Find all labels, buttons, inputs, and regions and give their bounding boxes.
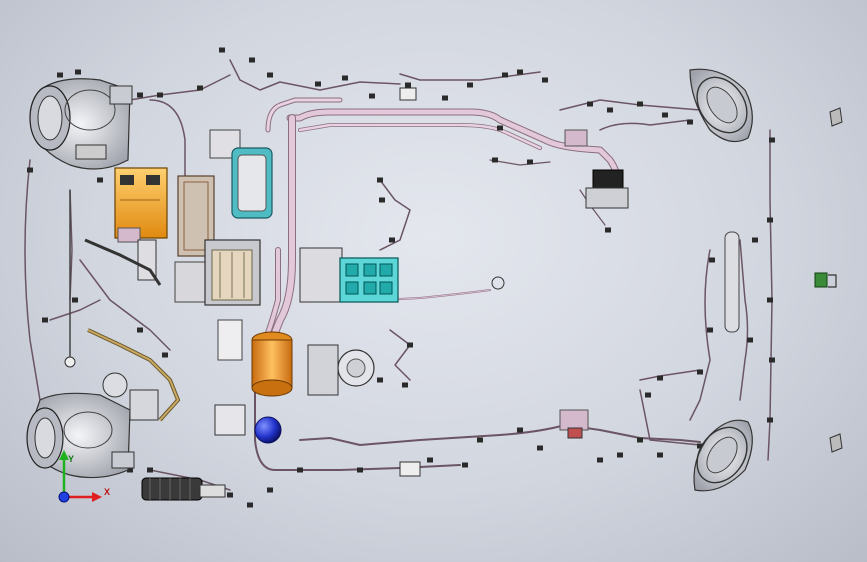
wire-connector <box>707 327 713 333</box>
taillamp-rear-right <box>693 419 753 492</box>
wire-connector <box>442 95 448 101</box>
wire-connector <box>127 467 133 473</box>
wire-connector <box>767 217 773 223</box>
wire-connector <box>267 72 273 78</box>
wire-connector <box>769 357 775 363</box>
wire-connector <box>157 92 163 98</box>
wire-connector <box>605 227 611 233</box>
brake-booster <box>214 344 375 444</box>
wire-connector <box>617 452 623 458</box>
wire-connector <box>752 237 758 243</box>
wire-connector <box>597 457 603 463</box>
wire-connector <box>137 327 143 333</box>
connector-group <box>27 47 775 508</box>
wiper-motor <box>64 190 181 422</box>
triad-x-label: X <box>104 487 110 497</box>
wire-connector <box>219 47 225 53</box>
wire-connector <box>137 92 143 98</box>
wire-connector <box>645 392 651 398</box>
wire-connector <box>462 462 468 468</box>
ecu-module <box>585 169 629 209</box>
fuse-box <box>299 247 399 303</box>
wire-connector <box>247 502 253 508</box>
wire-connector <box>657 375 663 381</box>
wire-connector <box>477 437 483 443</box>
wire-connector <box>542 77 548 83</box>
wire-connector <box>97 177 103 183</box>
wire-connector <box>162 352 168 358</box>
wire-connector <box>537 445 543 451</box>
triad-x-arrowhead <box>92 492 102 502</box>
wire-connector <box>502 72 508 78</box>
wire-connector <box>662 112 668 118</box>
wire-connector <box>657 452 663 458</box>
triad-z-axis <box>58 491 70 503</box>
wire-connector <box>57 72 63 78</box>
wire-connector <box>227 492 233 498</box>
headlamp-front-right <box>689 68 753 143</box>
wire-connector <box>267 487 273 493</box>
wire-connector <box>517 427 523 433</box>
wire-connector <box>709 257 715 263</box>
wire-connector <box>75 69 81 75</box>
wire-connector <box>249 57 255 63</box>
wire-connector <box>389 237 395 243</box>
wire-connector <box>297 467 303 473</box>
wire-connector <box>607 107 613 113</box>
wire-connector <box>377 177 383 183</box>
headlamp-front-left <box>29 78 133 170</box>
wire-connector <box>42 317 48 323</box>
wire-connector <box>369 93 375 99</box>
triad-y-label: Y <box>68 454 74 464</box>
wire-connector <box>747 337 753 343</box>
wire-connector <box>767 417 773 423</box>
wire-connector <box>517 69 523 75</box>
hvac-unit <box>137 129 273 306</box>
wire-connector <box>72 297 78 303</box>
taillamp-rear-left <box>26 392 135 479</box>
wire-connector <box>427 457 433 463</box>
wire-connector <box>342 75 348 81</box>
wire-connector <box>379 197 385 203</box>
wire-connector <box>687 119 693 125</box>
wire-connector <box>697 443 703 449</box>
wire-connector <box>769 137 775 143</box>
wire-connector <box>147 467 153 473</box>
wire-connector <box>497 125 503 131</box>
wire-connector <box>405 82 411 88</box>
wire-connector <box>697 369 703 375</box>
coordinate-triad: Y X <box>58 450 110 503</box>
wire-connector <box>767 297 773 303</box>
wire-connector <box>407 342 413 348</box>
wire-connector <box>637 437 643 443</box>
wire-connector <box>377 377 383 383</box>
wire-connector <box>637 101 643 107</box>
wire-connector <box>27 167 33 173</box>
intercooler <box>141 477 226 501</box>
wire-connector <box>587 101 593 107</box>
wire-connector <box>492 157 498 163</box>
wire-connector <box>197 85 203 91</box>
wire-connector <box>402 382 408 388</box>
license-plate-lamp <box>814 107 843 453</box>
wire-connector <box>315 81 321 87</box>
relay-cluster <box>399 87 740 477</box>
triad-y-arrowhead <box>59 450 69 460</box>
expansion-tank <box>217 319 293 397</box>
battery <box>114 167 168 243</box>
wire-connector <box>527 159 533 165</box>
wire-connector <box>357 467 363 473</box>
wire-connector <box>467 82 473 88</box>
